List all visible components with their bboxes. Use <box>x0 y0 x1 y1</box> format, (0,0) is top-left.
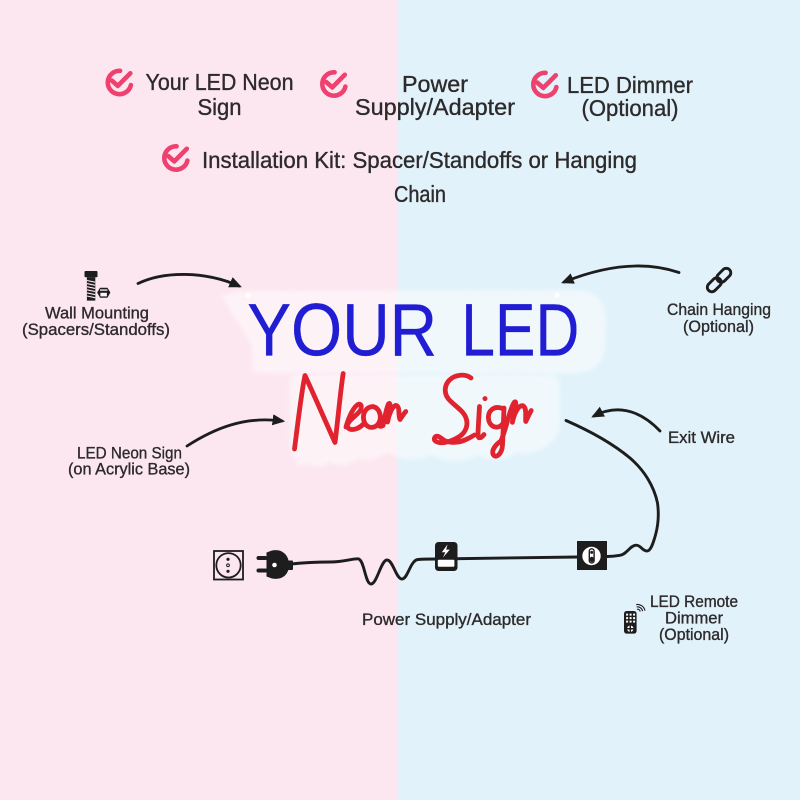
svg-text:LED Remote: LED Remote <box>650 592 738 611</box>
svg-text:(Optional): (Optional) <box>582 95 679 121</box>
svg-text:LED Dimmer: LED Dimmer <box>567 72 693 98</box>
svg-text:YOUR: YOUR <box>247 289 437 372</box>
svg-text:(Optional): (Optional) <box>659 625 729 644</box>
svg-text:(Optional): (Optional) <box>683 317 754 336</box>
svg-text:(on Acrylic Base): (on Acrylic Base) <box>68 460 190 479</box>
svg-text:Supply/Adapter: Supply/Adapter <box>355 94 515 120</box>
svg-text:Installation Kit: Spacer/Stand: Installation Kit: Spacer/Standoffs or Ha… <box>202 147 637 173</box>
svg-text:Chain: Chain <box>394 181 446 207</box>
svg-text:Sign: Sign <box>198 94 242 120</box>
svg-text:Your LED Neon: Your LED Neon <box>146 69 294 95</box>
svg-text:Exit Wire: Exit Wire <box>668 428 735 447</box>
svg-text:Chain Hanging: Chain Hanging <box>667 300 771 319</box>
svg-text:Power: Power <box>402 71 468 97</box>
svg-text:Dimmer: Dimmer <box>665 609 723 628</box>
svg-text:LED: LED <box>461 289 579 372</box>
svg-text:LED Neon Sign: LED Neon Sign <box>77 444 182 463</box>
svg-text:Wall Mounting: Wall Mounting <box>45 304 149 323</box>
svg-text:Power Supply/Adapter: Power Supply/Adapter <box>362 610 531 629</box>
svg-text:(Spacers/Standoffs): (Spacers/Standoffs) <box>22 320 170 339</box>
